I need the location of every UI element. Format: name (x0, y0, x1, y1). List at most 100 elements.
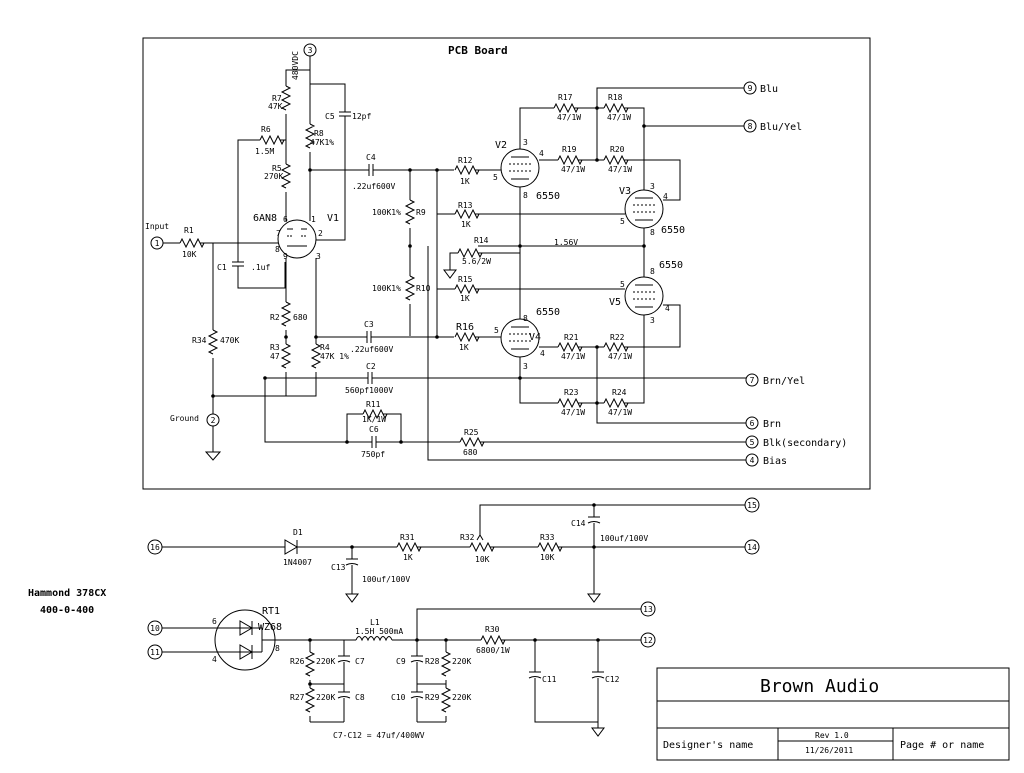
component-label: 100uf/100V (362, 575, 410, 584)
component-label: R29 (425, 693, 440, 702)
component-label: R14 (474, 236, 489, 245)
component-label: 5 (750, 438, 755, 447)
connector-1: 1 (150, 236, 164, 250)
component-label: R9 (416, 208, 426, 217)
component-label: 47K (268, 102, 283, 111)
component-label: 100uf/100V (600, 534, 648, 543)
component-label: 1K (460, 177, 470, 186)
v1-type: 6AN8 (253, 213, 277, 224)
component-label: 220K (452, 693, 471, 702)
component-label: 1 (155, 239, 160, 248)
component-label: C7 (355, 657, 365, 666)
tube-v2: V2 6550 34 58 (493, 138, 560, 202)
component-label: R2 (270, 313, 280, 322)
component-label: R27 (290, 693, 305, 702)
component-label: 15 (747, 501, 757, 510)
component-label: 4 (663, 192, 668, 201)
component-label: R30 (485, 625, 500, 634)
component-label: R21 (564, 333, 579, 342)
component-label: 10K (540, 553, 555, 562)
connector-9: 9 Blu (743, 81, 778, 95)
component-label: R25 (464, 428, 479, 437)
component-label: 1N4007 (283, 558, 312, 567)
component-label: C12 (605, 675, 620, 684)
v4-name: V4 (529, 332, 541, 343)
v2-name: V2 (495, 140, 507, 151)
component-label: 16 (150, 543, 160, 552)
component-label: 13 (643, 605, 653, 614)
component-label: 3 (523, 362, 528, 371)
connector-14: 14 (744, 539, 760, 555)
transformer-voltage: 400-0-400 (40, 605, 94, 616)
component-label: R8 (314, 129, 324, 138)
component-label: 8 (275, 245, 280, 254)
component-label: 9 (283, 252, 288, 261)
component-label: 5 (620, 280, 625, 289)
component-label: R12 (458, 156, 473, 165)
component-label: R24 (612, 388, 627, 397)
pcb-board-outline (142, 37, 871, 490)
component-label: 47 (270, 352, 280, 361)
component-label: 6800/1W (476, 646, 510, 655)
component-label: 3 (650, 316, 655, 325)
connector-8: 8 Blu/Yel (743, 119, 802, 133)
component-label: C13 (331, 563, 346, 572)
component-label: 560pf1000V (345, 386, 393, 395)
component-label: R3 (270, 343, 280, 352)
component-label: R33 (540, 533, 555, 542)
component-label: 220K (316, 693, 335, 702)
ground-label: Ground (170, 414, 199, 423)
component-label: C14 (571, 519, 586, 528)
component-label: 10K (182, 250, 197, 259)
component-label: Blk(secondary) (763, 438, 847, 449)
component-label: R7 (272, 94, 282, 103)
component-label: C10 (391, 693, 406, 702)
component-label: 8 (275, 644, 280, 653)
component-label: 6 (750, 419, 755, 428)
component-label: 47/1W (561, 408, 585, 417)
component-label: 5 (494, 326, 499, 335)
connector-4: 4 Bias (745, 453, 787, 467)
component-label: Brn/Yel (763, 376, 805, 387)
component-label: 220K (316, 657, 335, 666)
component-label: 5 (620, 217, 625, 226)
v4-type: 6550 (536, 307, 560, 318)
component-label: 2 (318, 229, 323, 238)
component-label: 7 (750, 376, 755, 385)
title-block: Brown Audio Designer's name Rev 1.0 11/2… (656, 667, 1010, 761)
input-label: Input (145, 222, 169, 231)
component-label: Blu (760, 84, 778, 95)
component-label: 3 (650, 182, 655, 191)
component-label: C4 (366, 153, 376, 162)
component-label: .22uf600V (352, 182, 396, 191)
component-label: Blu/Yel (760, 122, 802, 133)
component-label: 47/1W (608, 352, 632, 361)
component-label: 4 (540, 349, 545, 358)
transformer-name: Hammond 378CX (28, 588, 106, 599)
component-label: 12pf (352, 112, 371, 121)
component-label: 1K (403, 553, 413, 562)
component-label: 8 (748, 122, 753, 131)
component-label: C3 (364, 320, 374, 329)
component-label: 11 (150, 648, 160, 657)
connector-16: 16 (147, 539, 163, 555)
component-label: 4 (539, 149, 544, 158)
component-label: 9 (748, 84, 753, 93)
v1-name: V1 (327, 213, 339, 224)
component-label: R19 (562, 145, 577, 154)
component-label: 1K (461, 220, 471, 229)
component-label: 4 (750, 456, 755, 465)
company-name: Brown Audio (760, 676, 879, 697)
component-label: 1.5H 500mA (355, 627, 403, 636)
component-label: R5 (272, 164, 282, 173)
component-label: C2 (366, 362, 376, 371)
component-label: R16 (456, 322, 474, 333)
component-label: C8 (355, 693, 365, 702)
component-label: 10K (475, 555, 490, 564)
component-label: Brn (763, 419, 781, 430)
component-label: R1 (184, 226, 194, 235)
component-label: 12 (643, 636, 653, 645)
connector-7: 7 Brn/Yel (745, 373, 805, 387)
connector-12: 12 (640, 632, 656, 648)
